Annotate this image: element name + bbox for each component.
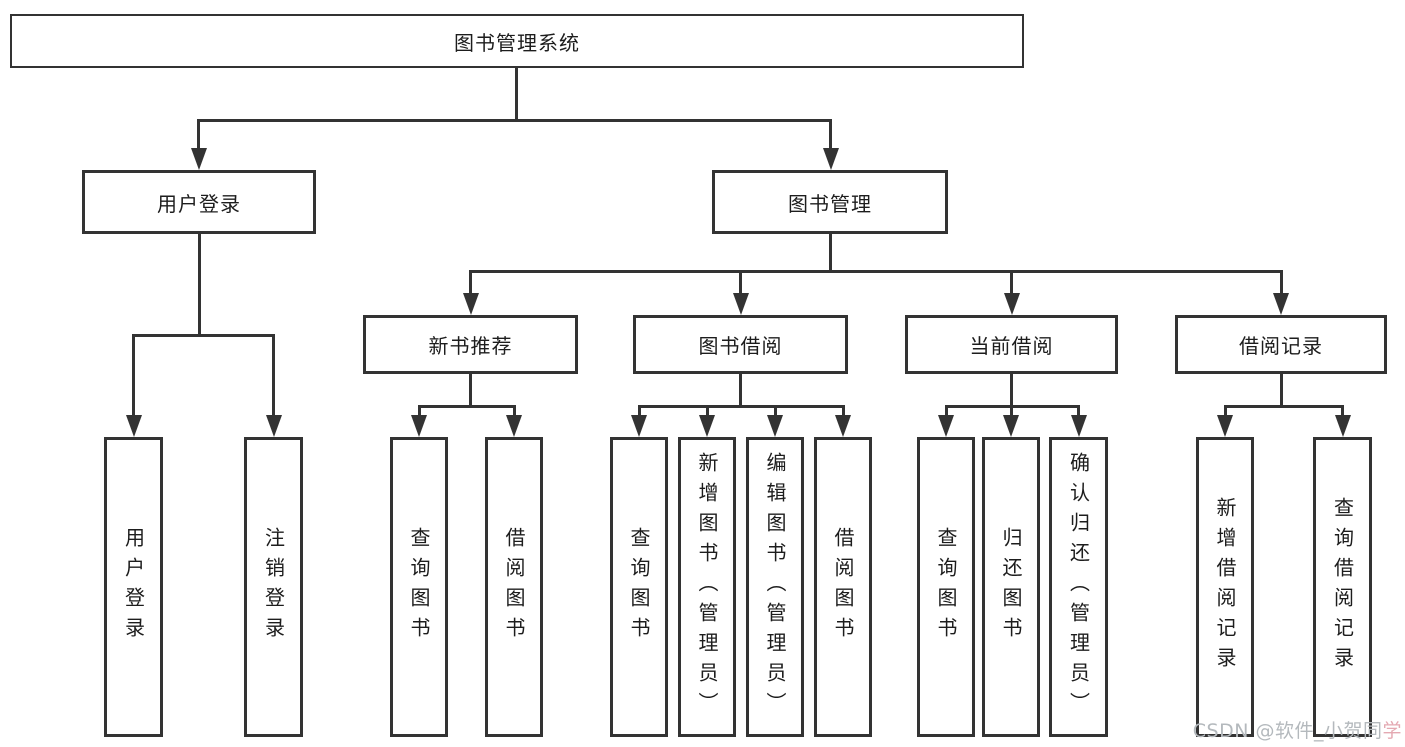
connector-line [739,270,742,298]
connector-line [469,372,472,408]
connector-line [1077,405,1080,419]
connector-line [513,405,516,419]
node-new-book-recommendation: 新书推荐 [363,315,578,374]
connector-line [1280,270,1283,298]
leaf-label: 借阅图书 [831,527,855,647]
connector-line [774,405,777,419]
connector-line [469,270,1282,273]
leaf-return-books: 归还图书 [982,437,1040,737]
node-label: 借阅记录 [1239,334,1323,358]
node-label: 图书管理系统 [454,30,580,55]
arrowhead-down [835,415,851,437]
leaf-recommend-borrow-books: 借阅图书 [485,437,543,737]
arrowhead-down [1004,293,1020,315]
arrowhead-down [938,415,954,437]
leaf-label: 查询图书 [934,527,958,647]
arrowhead-down [767,415,783,437]
arrowhead-down [1273,293,1289,315]
leaf-label: 查询借阅记录 [1330,497,1355,677]
node-book-borrowing: 图书借阅 [633,315,848,374]
node-book-management: 图书管理 [712,170,948,234]
arrowhead-down [1335,415,1351,437]
connector-line [706,405,709,419]
leaf-confirm-return-admin: 确认归还（管理员） [1049,437,1108,737]
leaf-label: 新增图书（管理员） [695,452,719,722]
connector-line [1010,405,1013,419]
connector-line [515,66,518,122]
arrowhead-down [266,415,282,437]
leaf-label: 查询图书 [627,527,651,647]
arrowhead-down [191,148,207,170]
connector-line [469,270,472,298]
node-label: 用户登录 [157,191,241,216]
node-current-borrowing: 当前借阅 [905,315,1118,374]
watermark-text: CSDN @软件_小贺同 [1192,720,1383,742]
connector-line [1224,405,1227,419]
leaf-borrowing-borrow-books: 借阅图书 [814,437,872,737]
connector-line [1341,405,1344,419]
connector-line [272,334,275,419]
leaf-recommend-query-books: 查询图书 [390,437,448,737]
arrowhead-down [126,415,142,437]
connector-line [829,232,832,273]
connector-line [132,334,275,337]
leaf-edit-book-admin: 编辑图书（管理员） [746,437,804,737]
connector-line [197,119,200,154]
connector-line [1280,372,1283,408]
arrowhead-down [1003,415,1019,437]
connector-line [132,334,135,419]
watermark-accent: 学 [1382,720,1402,742]
connector-line [638,405,641,419]
leaf-add-borrow-record: 新增借阅记录 [1196,437,1254,737]
connector-line [945,405,948,419]
node-borrowing-records: 借阅记录 [1175,315,1387,374]
csdn-watermark: CSDN @软件_小贺同学 [1193,716,1402,743]
leaf-label: 借阅图书 [502,527,526,647]
leaf-label: 查询图书 [407,527,431,647]
arrowhead-down [1071,415,1087,437]
connector-line [1010,372,1013,408]
node-user-login: 用户登录 [82,170,316,234]
leaf-label: 用户登录 [121,527,146,647]
arrowhead-down [1217,415,1233,437]
leaf-user-login: 用户登录 [104,437,163,737]
leaf-label: 编辑图书（管理员） [763,452,787,722]
leaf-current-query-books: 查询图书 [917,437,975,737]
arrowhead-down [411,415,427,437]
node-label: 图书借阅 [698,334,783,358]
arrowhead-down [823,148,839,170]
connector-line [829,119,832,154]
arrowhead-down [733,293,749,315]
arrowhead-down [506,415,522,437]
leaf-label: 归还图书 [999,527,1023,647]
leaf-logout: 注销登录 [244,437,303,737]
connector-line [1224,405,1344,408]
node-label: 图书管理 [788,191,872,216]
leaf-label: 注销登录 [261,527,286,647]
leaf-add-book-admin: 新增图书（管理员） [678,437,736,737]
connector-line [198,232,201,337]
connector-line [739,372,742,408]
leaf-borrowing-query-books: 查询图书 [610,437,668,737]
connector-line [1010,270,1013,298]
node-library-management-system: 图书管理系统 [10,14,1024,68]
connector-line [638,405,845,408]
node-label: 新书推荐 [428,334,513,358]
arrowhead-down [699,415,715,437]
connector-line [418,405,421,419]
arrowhead-down [463,293,479,315]
arrowhead-down [631,415,647,437]
connector-line [197,119,832,122]
connector-line [842,405,845,419]
connector-line [418,405,516,408]
leaf-label: 新增借阅记录 [1213,497,1237,677]
leaf-label: 确认归还（管理员） [1066,452,1091,722]
leaf-query-borrow-record: 查询借阅记录 [1313,437,1372,737]
node-label: 当前借阅 [969,334,1054,358]
